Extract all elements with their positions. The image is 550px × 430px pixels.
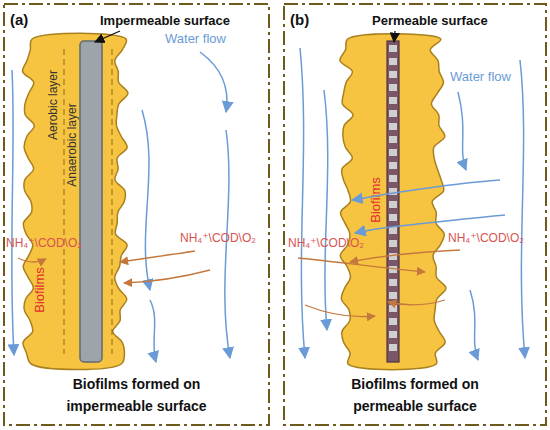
dash-dot-border (4, 4, 269, 425)
figure-panel: (b) Biofilms formed on permeable surface B… (283, 3, 547, 426)
carrier-pore (389, 188, 397, 195)
carrier-pore (389, 227, 397, 234)
carrier-pore (389, 292, 397, 299)
carrier-pore (389, 318, 397, 325)
layer-label: Anaerobic layer (66, 103, 80, 186)
carrier-pore (389, 136, 397, 143)
carrier-pore (389, 266, 397, 273)
water-flow-arrow (200, 52, 227, 112)
water-flow-arrow (142, 110, 150, 290)
water-flow-arrow (324, 90, 328, 330)
dash-dot-border (284, 4, 546, 425)
water-flow-arrow (458, 92, 466, 170)
panel-letter: (b) (290, 11, 309, 28)
carrier-pore (389, 331, 397, 338)
carrier-pore (389, 58, 397, 65)
layer-boundary (112, 49, 113, 354)
substrate-arrow (120, 251, 195, 262)
panel-letter: (a) (10, 11, 28, 28)
panel-caption: Biofilms formed on permeable surface (340, 373, 490, 417)
carrier-pore (389, 162, 397, 169)
water-flow-arrow (470, 290, 478, 360)
panel-caption: Biofilms formed on impermeable surface (62, 373, 212, 417)
biofilm-outline (20, 35, 128, 368)
carrier-pore (389, 253, 397, 260)
layer-label: Aerobic layer (47, 70, 61, 140)
carrier-pore (389, 123, 397, 130)
carrier-pore (389, 175, 397, 182)
carrier-pore (389, 97, 397, 104)
substrate-label: NH₄⁺\COD\O₂ (6, 237, 82, 251)
permeable-carrier (387, 41, 399, 362)
substrate-label: NH₄⁺\COD\O₂ (288, 237, 364, 251)
carrier-pore (389, 110, 397, 117)
substrate-label: NH₄⁺\COD\O₂ (448, 232, 524, 246)
impermeable-carrier (80, 41, 102, 362)
biofilm-body (23, 33, 128, 369)
biofilm-label: Biofilms (369, 177, 384, 223)
carrier-pore (389, 214, 397, 221)
flow-label: Water flow (450, 70, 511, 85)
carrier-pore (389, 279, 397, 286)
figure-panel: (a) Biofilms formed on impermeable surfac… (3, 3, 270, 426)
carrier-pore (389, 45, 397, 52)
water-flow-arrow (300, 48, 305, 358)
carrier-pore (389, 201, 397, 208)
biofilm-shape: Aerobic layer Anaerobic layerBiofilms (20, 35, 128, 368)
biofilm-shape: Biofilms (338, 35, 446, 368)
surface-label: Impermeable surface (100, 14, 230, 29)
water-flow-arrow (520, 60, 525, 358)
substrate-arrow (124, 270, 210, 283)
water-flow-arrow (150, 300, 156, 362)
water-flow-arrow (12, 70, 14, 355)
carrier-pore (389, 149, 397, 156)
layer-boundary (64, 49, 65, 354)
carrier-pore (389, 344, 397, 351)
carrier-pore (389, 305, 397, 312)
carrier-pore (389, 84, 397, 91)
carrier-pore (389, 240, 397, 247)
substrate-label: NH₄⁺\COD\O₂ (180, 232, 256, 246)
biofilm-body (340, 34, 446, 370)
biofilm-outline (338, 35, 446, 368)
flow-label: Water flow (165, 32, 226, 47)
carrier-pore (389, 71, 397, 78)
biofilm-label: Biofilms (33, 267, 48, 313)
surface-label: Permeable surface (372, 14, 488, 29)
